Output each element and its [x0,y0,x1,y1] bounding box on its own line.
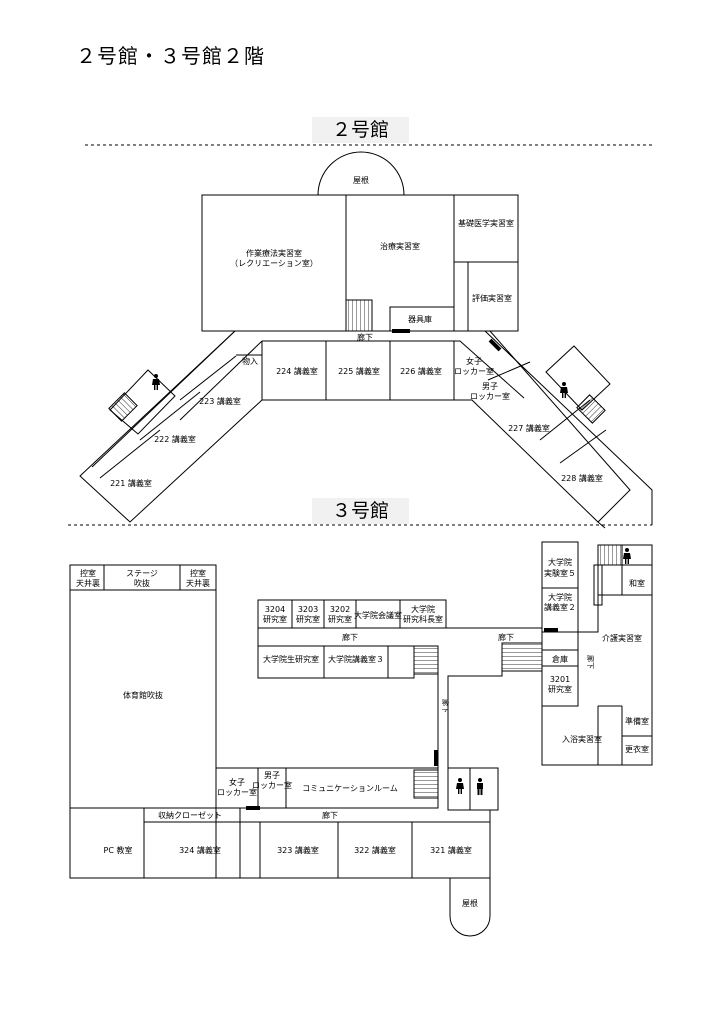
roof-top-label: 屋根 [353,175,369,185]
waiting-room-right-label: 控室 [190,568,206,578]
restroom-female-icon [152,374,160,390]
room-323-label: 323 講義室 [277,845,319,855]
corridor-label: 廊下 [357,332,373,342]
room-222-label: 222 講義室 [154,434,196,444]
corridor-label: 廊下 [498,632,514,642]
corridor-vertical-label: 廊下 [441,699,450,713]
gym-block [69,564,217,879]
waiting-room-right-label-2: 天井裏 [186,578,210,588]
grad-lab5-label-2: 実験室５ [544,568,576,578]
pc-room-label: PC 教室 [104,845,133,855]
room-3204-label: 3204 [265,605,285,614]
restroom-male-icon [477,778,483,795]
women-locker-3-label-2: ロッカー室 [217,787,257,797]
stage-label-2: 吹抜 [134,578,150,588]
room-3201-label: 3201 [550,675,570,684]
roof-dome-top [317,151,405,196]
ot-lab-label: 作業療法実習室 [246,248,302,258]
room-224-label: 224 講義室 [276,366,318,376]
building-3-label: ３号館 [312,498,409,524]
building-2-label: ２号館 [312,117,409,143]
closet-label: 収納クローゼット [158,810,222,820]
restroom-female-icon [456,778,464,794]
room-3202-label-2: 研究室 [328,614,352,624]
room-223-label: 223 講義室 [199,396,241,406]
room-3201-label-2: 研究室 [548,684,572,694]
room-324-label: 324 講義室 [179,845,221,855]
roof-bottom-label: 屋根 [462,898,478,908]
corridor-label: 廊下 [342,632,358,642]
stairs-icon [413,645,439,675]
stairs-icon [413,769,439,799]
stairs-icon [576,394,606,424]
corridor-label: 廊下 [322,810,338,820]
room-228-label: 228 講義室 [561,473,603,483]
stage-label: ステージ [126,569,158,578]
grad-lecture3-label: 大学院講義室３ [328,654,384,664]
stairs-icon [345,299,373,332]
room-3202-label: 3202 [330,605,350,614]
grad-lecture2-label-2: 講義室２ [544,602,576,612]
women-locker-label: 女子 [466,356,482,366]
grad-dean-label-2: 研究科長室 [403,614,443,624]
men-locker-label: 男子 [482,382,498,391]
room-3203-label: 3203 [298,605,318,614]
equipment-store-label: 器具庫 [408,314,432,324]
roof-dome-bottom [449,878,491,937]
room-221-label: 221 講義室 [110,478,152,488]
ot-lab-sub-label: （レクリエーション室） [230,258,318,268]
restroom-female-icon [623,548,631,564]
basic-med-lab-label: 基礎医学実習室 [458,218,514,228]
room-226-label: 226 講義室 [400,366,442,376]
restroom-female-icon [560,382,568,398]
evaluation-lab-label: 評価実習室 [472,293,512,303]
stairs-icon [597,544,623,566]
warehouse-label: 倉庫 [552,654,568,664]
gym-label: 体育館吹抜 [123,690,163,700]
stairs-icon [501,642,543,672]
room-3203-label-2: 研究室 [296,614,320,624]
care-lab-label: 介護実習室 [602,633,642,643]
storage-label: 物入 [242,356,258,366]
waiting-room-left-label-2: 天井裏 [76,578,100,588]
room-321-label: 321 講義室 [430,845,472,855]
treatment-lab-label: 治療実習室 [380,241,420,251]
grad-lab5-label: 大学院 [548,557,572,567]
women-locker-label-2: ロッカー室 [454,366,494,376]
men-locker-label-2: ロッカー室 [470,391,510,401]
room-322-label: 322 講義室 [354,845,396,855]
grad-student-lab-label: 大学院生研究室 [263,654,319,664]
changing-room-label: 更衣室 [625,744,649,754]
building-2-wing [79,330,631,523]
prep-room-label: 準備室 [625,716,649,726]
bath-lab-label: 入浴実習室 [562,734,602,744]
communication-room-label: コミュニケーションルーム [302,784,398,793]
grad-meeting-label: 大学院会議室 [354,610,402,620]
waiting-room-left-label: 控室 [80,568,96,578]
men-locker-3-label-2: ロッカー室 [252,780,292,790]
page-title: ２号館・３号館２階 [76,44,265,68]
grad-dean-label: 大学院 [411,604,435,614]
room-3204-label-2: 研究室 [263,614,287,624]
women-locker-3-label: 女子 [229,777,245,787]
room-225-label: 225 講義室 [338,366,380,376]
japanese-room-label: 和室 [629,578,645,588]
corridor-vertical-label: 廊下 [586,655,595,669]
room-227-label: 227 講義室 [508,423,550,433]
men-locker-3-label: 男子 [264,771,280,780]
grad-lecture2-label: 大学院 [548,592,572,602]
stairs-icon [108,392,138,422]
